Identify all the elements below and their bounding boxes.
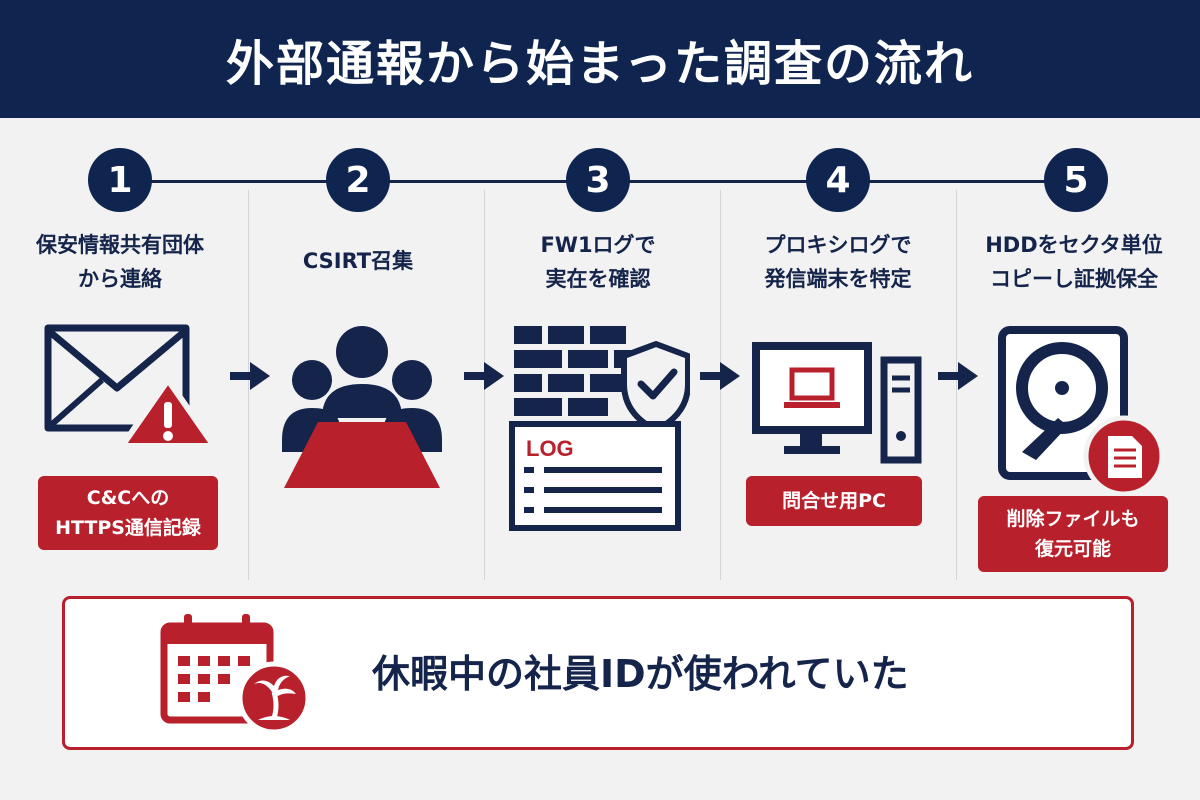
step-2-number: 2: [326, 148, 390, 212]
computer-icon: [752, 342, 922, 464]
step-4-number: 4: [806, 148, 870, 212]
step-4-badge-line: 問合せ用PC: [782, 490, 886, 512]
log-label: LOG: [526, 436, 574, 461]
step-5-label-line: コピーし証拠保全: [990, 267, 1158, 291]
document-icon: [1083, 415, 1165, 496]
hard-drive-icon: [998, 326, 1165, 496]
step-1-badge-line: HTTPS通信記録: [55, 517, 201, 539]
step-1-badge-line: C&Cへの: [86, 487, 170, 509]
step-5-badge: 削除ファイルも 復元可能: [978, 496, 1168, 572]
step-4-label-line: プロキシログで: [764, 233, 912, 257]
step-1-number: 1: [88, 148, 152, 212]
arrow-right-icon: [230, 362, 270, 390]
step-5-label: HDDをセクタ単位 コピーし証拠保全: [964, 228, 1184, 296]
step-5-badge-line: 復元可能: [1034, 538, 1111, 560]
step-5-number: 5: [1044, 148, 1108, 212]
step-1-badge: C&Cへの HTTPS通信記録: [38, 476, 218, 550]
step-1-label: 保安情報共有団体 から連絡: [10, 228, 230, 296]
palm-tree-icon: [237, 661, 311, 735]
step-1-label-line: 保安情報共有団体: [36, 233, 204, 257]
step-2-label: CSIRT召集: [248, 244, 468, 278]
step-5-label-line: HDDをセクタ単位: [985, 233, 1163, 257]
step-3-number: 3: [566, 148, 630, 212]
conclusion-text: 休暇中の社員IDが使われていた: [372, 652, 909, 696]
warning-icon: [119, 377, 216, 449]
step-5-badge-line: 削除ファイルも: [1006, 508, 1140, 530]
calendar-icon: [160, 614, 311, 735]
column-divider: [956, 190, 957, 580]
page-title: 外部通報から始まった調査の流れ: [225, 36, 975, 92]
header-banner: 外部通報から始まった調査の流れ: [0, 0, 1200, 118]
firewall-icon: LOG: [509, 326, 690, 531]
log-document-icon: LOG: [509, 421, 681, 531]
step-3-label: FW1ログで 実在を確認: [488, 228, 708, 296]
step-4-label: プロキシログで 発信端末を特定: [728, 228, 948, 296]
envelope-icon: [44, 324, 216, 449]
step-4-badge: 問合せ用PC: [746, 476, 922, 526]
arrow-right-icon: [938, 362, 978, 390]
arrow-right-icon: [700, 362, 740, 390]
laptop-icon: [784, 367, 840, 408]
step-3-label-line: FW1ログで: [540, 233, 656, 257]
shield-check-icon: [621, 341, 690, 433]
step-3-label-line: 実在を確認: [545, 267, 651, 291]
step-4-label-line: 発信端末を特定: [764, 267, 912, 291]
arrow-right-icon: [464, 362, 504, 390]
step-2-label-line: CSIRT召集: [302, 249, 414, 273]
column-divider: [248, 190, 249, 580]
step-1-label-line: から連絡: [78, 267, 162, 291]
team-meeting-icon: [282, 326, 442, 488]
